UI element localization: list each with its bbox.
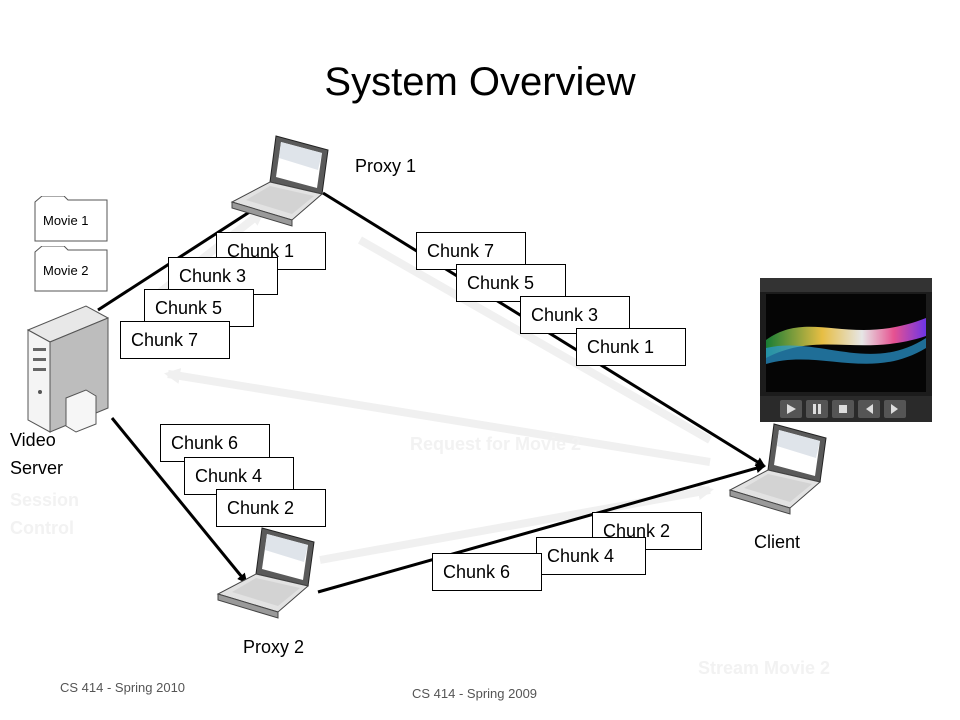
- stream-arrow: [319, 484, 714, 564]
- server-label: Video Server: [10, 430, 64, 478]
- request-arrow: [164, 368, 711, 466]
- chunk-box: Chunk 3: [168, 257, 278, 295]
- page-title: System Overview: [324, 60, 636, 104]
- arrow-proxy2-client: [317, 463, 766, 594]
- chunk-box: Chunk 7: [416, 232, 526, 270]
- proxy2-label: Proxy 2: [243, 637, 305, 657]
- chunk-box: Chunk 4: [184, 457, 294, 495]
- arrow-server-proxy1: [97, 198, 270, 312]
- proxy1-label: Proxy 1: [355, 156, 417, 176]
- chunk-box: Chunk 4: [536, 537, 646, 575]
- laptop-icon-client: [728, 423, 827, 515]
- media-player: [760, 278, 932, 422]
- pause-button: [806, 400, 828, 418]
- chunk-box: Chunk 6: [160, 424, 270, 462]
- folder-icon: [34, 245, 108, 292]
- chunk-box: Chunk 2: [216, 489, 326, 527]
- laptop-icon-proxy1: [230, 135, 329, 227]
- stream-label: Stream Movie 2: [698, 658, 831, 678]
- movie-label: Movie 1: [43, 213, 89, 228]
- chunk-box: Chunk 7: [120, 321, 230, 359]
- chunk-box: Chunk 6: [432, 553, 542, 591]
- footer-center: CS 414 - Spring 2009: [412, 686, 538, 701]
- session-control-label: Session Control: [10, 490, 80, 538]
- session-arrow-proxy1-client: [358, 236, 712, 444]
- chunk-box: Chunk 1: [576, 328, 686, 366]
- chunk-box: Chunk 3: [520, 296, 630, 334]
- footer-left: CS 414 - Spring 2010: [60, 680, 186, 695]
- laptop-icon-proxy2: [216, 527, 315, 619]
- chunk-box: Chunk 5: [144, 289, 254, 327]
- chunk-box: Chunk 5: [456, 264, 566, 302]
- client-label: Client: [754, 532, 801, 552]
- movie-folder-1[interactable]: Movie 1: [34, 195, 108, 242]
- request-label: Request for Movie 2: [410, 434, 582, 454]
- movie-label: Movie 2: [43, 263, 89, 278]
- server-icon: [26, 305, 110, 433]
- arrow-server-proxy2: [110, 417, 248, 584]
- folder-icon: [34, 195, 108, 242]
- movie-folder-2[interactable]: Movie 2: [34, 245, 108, 292]
